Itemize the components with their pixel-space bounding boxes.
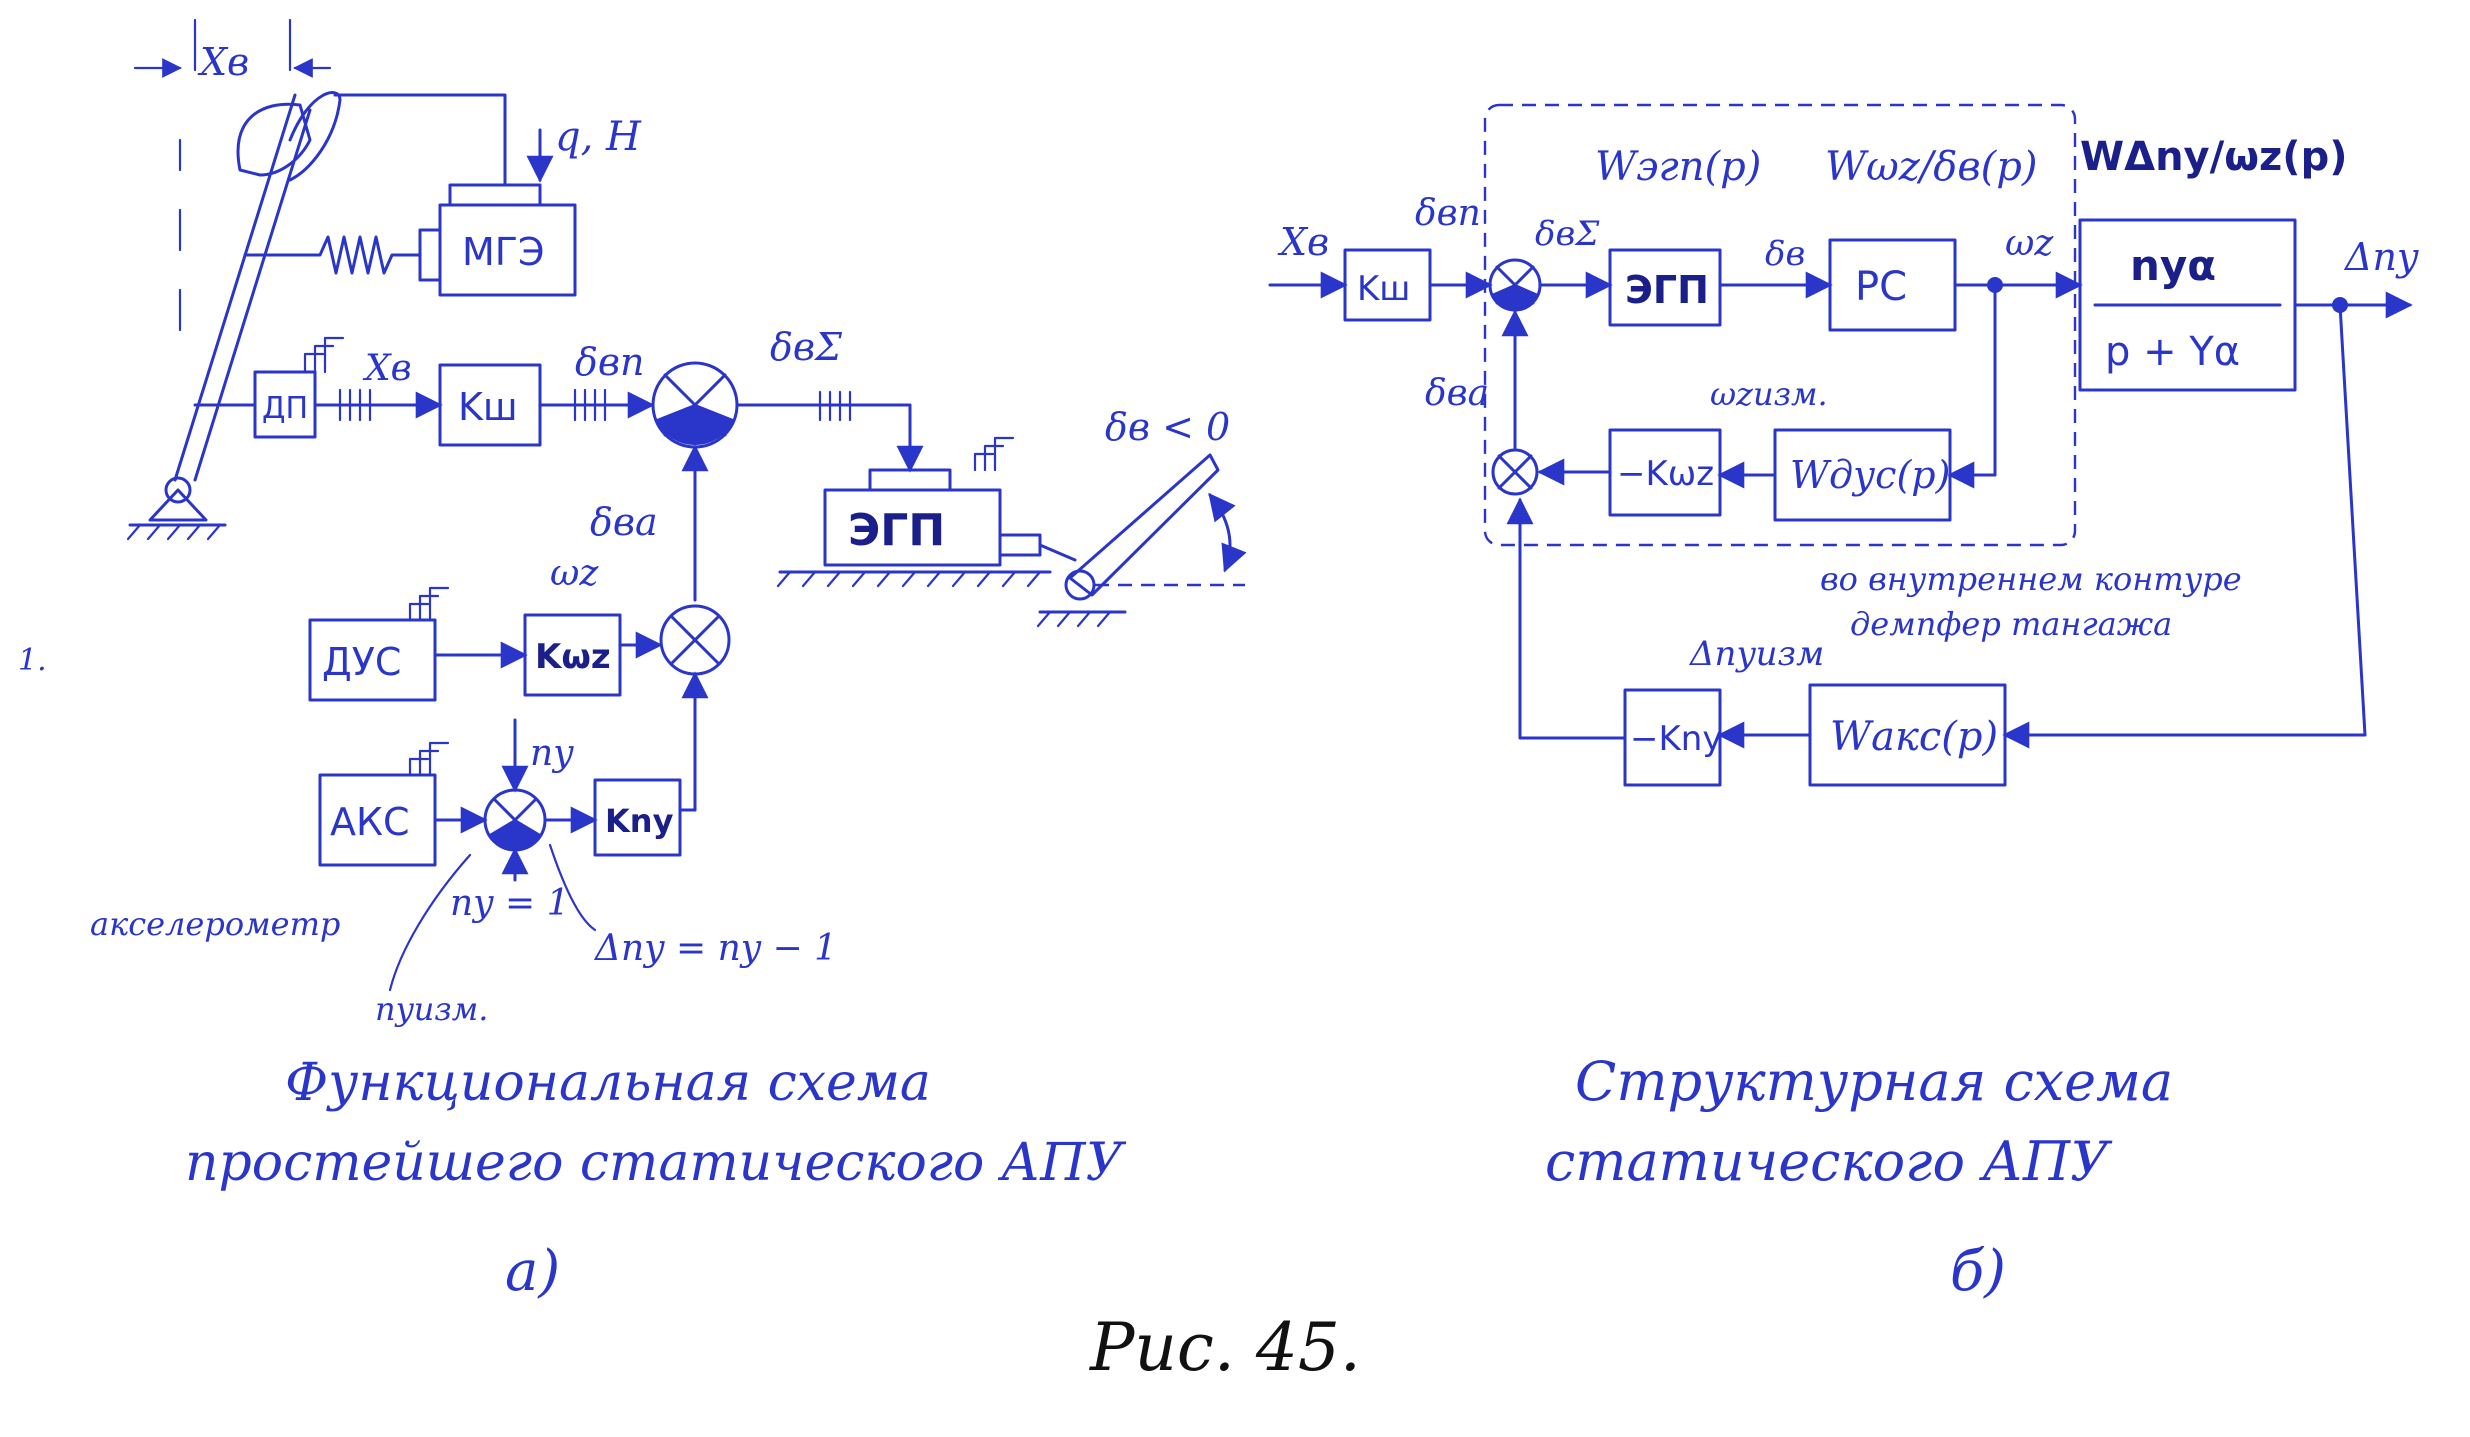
delta-ny-pointer xyxy=(548,843,597,932)
stick-pivot xyxy=(164,476,192,504)
ny-label-left: ny xyxy=(530,733,574,774)
left-label: а) xyxy=(505,1239,560,1304)
dp-electric-mark xyxy=(303,336,345,374)
elevator-surface xyxy=(1068,453,1220,597)
k-omega-z-block xyxy=(523,613,622,697)
stick-grip xyxy=(236,102,312,177)
dus-label-left: ДУС xyxy=(322,640,401,684)
omega-z-label-left: ωz xyxy=(550,553,599,594)
w-delta-ny-label: WΔny/ωz(p) xyxy=(2080,134,2347,180)
pivot-support xyxy=(148,488,208,522)
dp-label: ДП xyxy=(262,391,308,426)
lower-sum-right xyxy=(1491,448,1539,496)
mge-spring xyxy=(243,235,422,275)
k-ny-label: Kny xyxy=(605,802,674,840)
dva-label-right: δва xyxy=(1425,373,1489,414)
egp-block-right xyxy=(1608,248,1722,327)
inner-note-2: демпфер тангажа xyxy=(1850,605,2172,643)
w-egp-label: Wэгп(p) xyxy=(1595,144,1761,190)
w-dus-label: Wдус(p) xyxy=(1790,453,1950,497)
mge-plunger xyxy=(418,228,442,282)
omega-feedback-line xyxy=(1947,283,1997,489)
k-omega-fb-label: −Kωz xyxy=(1617,454,1714,494)
aks-label-left: АКС xyxy=(330,800,410,844)
dvp-label-right: δвп xyxy=(1415,193,1481,234)
ny-izm-label: nyизм. xyxy=(375,990,488,1028)
xv-label-right: Xв xyxy=(1277,220,1329,264)
left-caption-line2: простейшего статического АПУ xyxy=(185,1133,1127,1193)
xv-mid-label: Xв xyxy=(362,348,412,389)
left-caption-line1: Функциональная схема xyxy=(285,1053,931,1113)
rs-label: РС xyxy=(1855,264,1907,310)
dus-block-left xyxy=(308,618,437,702)
trigger-link xyxy=(333,93,507,187)
mge-label: МГЭ xyxy=(462,230,545,274)
margin-mark: 1. xyxy=(18,643,47,678)
functional-scheme: Xв q, H МГЭ ДП Xв K xyxy=(90,18,1247,1304)
ny-eq-1-label: ny = 1 xyxy=(450,883,569,924)
inner-note-1: во внутреннем контуре xyxy=(1820,560,2242,598)
right-caption-line1: Структурная схема xyxy=(1575,1050,2173,1113)
main-sum-right xyxy=(1488,258,1542,312)
accelerometer-label: акселерометр xyxy=(90,905,340,943)
egp-top-plate xyxy=(868,468,952,492)
k-ny-fb-label: −Kny xyxy=(1630,719,1722,759)
egp-block-left xyxy=(823,488,1002,567)
inner-loop-frame xyxy=(1483,103,2077,547)
delta-ny-izm-label: Δnyизм xyxy=(1688,634,1824,674)
tf-denominator: p + Yα xyxy=(2105,329,2240,375)
delta-ny-eq-label: Δny = ny − 1 xyxy=(593,928,837,969)
dv-angle-arc xyxy=(1208,492,1247,573)
sum-to-egp-line xyxy=(735,403,924,473)
elevator-link xyxy=(1038,543,1077,562)
figure-caption: Рис. 45. xyxy=(1089,1309,1361,1386)
delta-ny-feedback-line xyxy=(2002,303,2367,749)
main-sum-junction xyxy=(651,361,739,449)
sum-to-egp-hash xyxy=(818,390,852,422)
kny-to-lower-sum-right xyxy=(1506,497,1627,740)
kw-to-sum-hash xyxy=(573,388,607,422)
dvp-label-left: δвп xyxy=(575,340,644,384)
delta-ny-output-label: Δny xyxy=(2343,235,2419,279)
aks-electric-mark xyxy=(408,741,450,777)
elevator-ground-hatch xyxy=(1036,610,1112,628)
omega-z-izm-label: ωzизм. xyxy=(1710,375,1828,413)
lower-sum-junction xyxy=(659,604,731,676)
egp-label-left: ЭГП xyxy=(848,505,945,556)
structural-scheme: Xв Kш δвп δвΣ Wэгп(p) ЭГП δв Wωz/δв(p) Р… xyxy=(1268,103,2419,1304)
egp-electric-mark xyxy=(973,436,1015,472)
mge-top-plate xyxy=(448,183,542,207)
ny-izm-pointer xyxy=(388,853,472,992)
stick-trigger xyxy=(288,91,342,182)
pivot-hatching xyxy=(126,523,222,541)
dv-label-right: δв xyxy=(1765,234,1805,274)
egp-rod xyxy=(998,533,1042,557)
egp-ground-hatch xyxy=(776,570,1042,588)
k-omega-z-label: Kωz xyxy=(535,637,611,677)
w-aks-label: Wакс(p) xyxy=(1830,714,1998,760)
kw-label-left: Kш xyxy=(458,385,518,429)
k-ny-block xyxy=(593,778,682,857)
control-stick xyxy=(173,93,297,482)
xv-top-label: Xв xyxy=(197,40,249,84)
kw-label-right: Kш xyxy=(1357,269,1410,309)
ny-sum-junction xyxy=(483,788,547,852)
dva-label-left: δва xyxy=(590,500,658,544)
dus-electric-mark xyxy=(408,586,450,622)
egp-label-right: ЭГП xyxy=(1625,268,1709,312)
right-label: б) xyxy=(1950,1239,2006,1304)
q-h-label: q, H xyxy=(555,114,642,160)
dv-sigma-label-right: δвΣ xyxy=(1535,214,1600,254)
dv-lt0-label: δв < 0 xyxy=(1105,405,1230,449)
dv-sigma-label-left: δвΣ xyxy=(770,325,843,369)
w-omega-label: Wωz/δв(p) xyxy=(1825,144,2037,190)
omega-z-label-right: ωz xyxy=(2005,223,2054,264)
control-stick-2 xyxy=(193,108,312,482)
dp-to-kw-hash xyxy=(338,388,372,422)
right-caption-line2: статического АПУ xyxy=(1545,1130,2113,1193)
tf-numerator: nyα xyxy=(2130,241,2216,290)
